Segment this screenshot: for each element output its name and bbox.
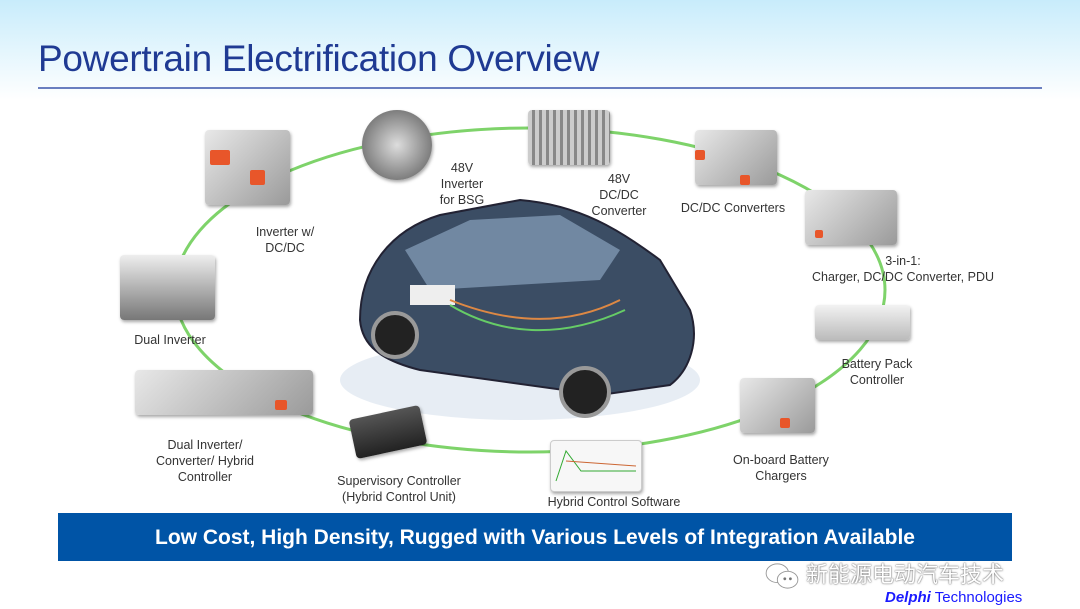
- vehicle-illustration: [340, 198, 700, 420]
- delphi-logo: Delphi Technologies: [885, 589, 1023, 606]
- header-background: [0, 0, 1080, 100]
- hybrid-software-chart-image: [550, 440, 642, 492]
- tagline-banner: Low Cost, High Density, Rugged with Vari…: [58, 513, 1012, 561]
- watermark-text: 新能源电动汽车技术: [806, 562, 1005, 587]
- label-supervisory-controller: Supervisory Controller(Hybrid Control Un…: [337, 474, 461, 504]
- bsg-inverter-image: [362, 110, 432, 180]
- three-in-one-image: [805, 190, 897, 245]
- dcdc-48v-image: [528, 110, 610, 165]
- dual-inverter-converter-image: [135, 370, 313, 415]
- label-hybrid-software: Hybrid Control Software: [547, 495, 681, 509]
- dcdc-converters-image: [695, 130, 777, 185]
- battery-pack-controller-image: [815, 305, 910, 340]
- title-divider: [38, 87, 1042, 89]
- inverter-dcdc-image: [205, 130, 290, 205]
- onboard-charger-image: [740, 378, 815, 433]
- slide-title: Powertrain Electrification Overview: [38, 38, 600, 79]
- label-dcdc-converters: DC/DC Converters: [680, 201, 786, 215]
- dual-inverter-image: [120, 255, 215, 320]
- label-3-in-1: 3-in-1:Charger, DC/DC Converter, PDU: [811, 254, 995, 284]
- label-inverter-dcdc: Inverter w/DC/DC: [255, 225, 315, 255]
- label-dual-inverter: Dual Inverter: [134, 333, 206, 347]
- wechat-icon: [765, 563, 799, 589]
